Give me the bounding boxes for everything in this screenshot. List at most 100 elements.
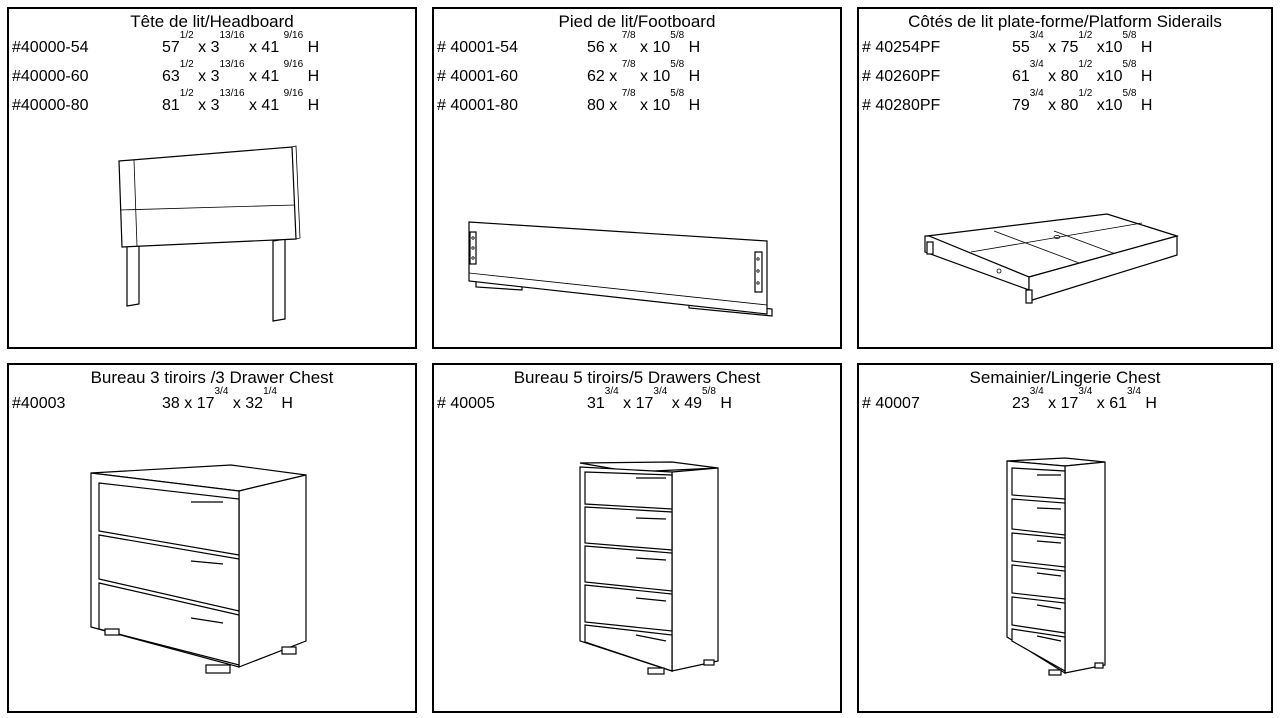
dimension-value: x 3 xyxy=(193,39,220,56)
chest-leg xyxy=(104,628,120,636)
dimension-fraction: 5/8 xyxy=(670,88,685,99)
dimension-fraction: 1/2 xyxy=(179,30,194,41)
drawer-front xyxy=(1011,628,1066,673)
footboard-panel xyxy=(468,221,768,315)
drawer-front xyxy=(1011,596,1066,634)
drawer-front xyxy=(98,482,240,556)
spec-row: # 40007 233/4 x 173/4 x 613/4 H xyxy=(862,387,1267,424)
dimension-fraction: 3/4 xyxy=(1078,386,1093,397)
dimension-fraction: 1/4 xyxy=(263,386,277,397)
panel-5-drawer-chest: Bureau 5 tiroirs/5 Drawers Chest # 40005… xyxy=(432,363,842,713)
five-drawer-chest-drawing xyxy=(579,461,719,675)
drawer-front xyxy=(98,534,240,612)
dimensions: 613/4 x 801/2 x105/8 H xyxy=(1012,60,1153,86)
dimension-value: x 17 xyxy=(618,395,654,412)
dimension-value: x 10 xyxy=(635,68,671,85)
dimension-fraction: 13/16 xyxy=(219,59,245,70)
dimension-value: 62 x xyxy=(587,68,622,85)
sku: #40000-60 xyxy=(12,68,89,85)
drawer-handle xyxy=(1036,572,1062,577)
dimension-value: x 17 xyxy=(1043,395,1079,412)
dimension-value: 23 xyxy=(1012,395,1030,412)
dimension-value: 81 xyxy=(162,97,180,114)
drawer-handle xyxy=(635,634,667,642)
drawer-front xyxy=(1011,532,1066,568)
product-grid: Tête de lit/Headboard #40000-54 571/2 x … xyxy=(7,7,1273,713)
dimension-value: H xyxy=(303,39,320,56)
dimension-fraction: 5/8 xyxy=(670,30,685,41)
drawer-front xyxy=(98,582,240,666)
dimensions: 233/4 x 173/4 x 613/4 H xyxy=(1012,387,1157,413)
spec-row: # 40001-54 56 x 7/8 x 105/8 H xyxy=(437,31,836,68)
dimension-value: H xyxy=(1140,395,1157,412)
panel-title: Bureau 3 tiroirs /3 Drawer Chest xyxy=(90,368,334,387)
headboard-drawing xyxy=(118,145,301,322)
dimension-value: x 10 xyxy=(635,97,671,114)
dimension-value: H xyxy=(684,97,701,114)
metal-bracket xyxy=(1025,289,1033,304)
spec-row: #40000-54 571/2 x 313/16 x 41 9/16 H xyxy=(12,31,411,68)
chest-side xyxy=(238,474,307,668)
dimension-value: H xyxy=(1136,68,1153,85)
dimension-value: 80 x xyxy=(587,97,622,114)
spec-row: #40003 38 x 173/4 x 321/4 H xyxy=(12,387,411,424)
drawer-handle xyxy=(1036,635,1062,642)
drawer-handle xyxy=(635,517,667,520)
dimension-fraction: 5/8 xyxy=(1122,88,1137,99)
chest-leg xyxy=(647,667,665,675)
dimension-fraction: 5/8 xyxy=(701,386,716,397)
dimension-value: H xyxy=(303,68,320,85)
chest-leg xyxy=(281,646,297,655)
dimension-value: x10 xyxy=(1092,97,1123,114)
sku: # 40001-60 xyxy=(437,68,518,85)
dimension-fraction: 3/4 xyxy=(1029,30,1044,41)
chest-side xyxy=(671,467,719,672)
siderails-drawing xyxy=(924,213,1180,304)
drawer-handle xyxy=(1036,604,1062,610)
panel-3-drawer-chest: Bureau 3 tiroirs /3 Drawer Chest #40003 … xyxy=(7,363,417,713)
dimension-value: x 75 xyxy=(1043,39,1079,56)
panel-title: Pied de lit/Footboard xyxy=(558,12,716,31)
chest-leg xyxy=(1094,662,1104,669)
drawer-handle xyxy=(190,560,224,565)
dimension-value: x 41 xyxy=(244,39,284,56)
sku: #40000-54 xyxy=(12,39,89,56)
dimension-fraction: 9/16 xyxy=(283,88,304,99)
dimensions: 313/4 x 173/4 x 495/8 H xyxy=(587,387,732,413)
dimension-fraction: 1/2 xyxy=(1078,59,1093,70)
sku: # 40001-80 xyxy=(437,97,518,114)
dimension-value: x 10 xyxy=(635,39,671,56)
sku: #40000-80 xyxy=(12,97,89,114)
dimension-value: x 41 xyxy=(244,97,284,114)
sku: # 40001-54 xyxy=(437,39,518,56)
drawer-front xyxy=(1011,564,1066,600)
sku: # 40254PF xyxy=(862,39,941,56)
dimensions: 62 x 7/8 x 105/8 H xyxy=(587,60,700,86)
drawer-front xyxy=(584,584,673,632)
metal-bracket-left xyxy=(469,231,477,265)
dimension-fraction: 5/8 xyxy=(1122,30,1137,41)
sku: #40003 xyxy=(12,395,66,412)
headboard-leg-right xyxy=(272,238,286,322)
panel-lingerie-chest: Semainier/Lingerie Chest # 40007 233/4 x… xyxy=(857,363,1273,713)
panel-headboard: Tête de lit/Headboard #40000-54 571/2 x … xyxy=(7,7,417,349)
dimension-value: 55 xyxy=(1012,39,1030,56)
spec-list: # 40005 313/4 x 173/4 x 495/8 H xyxy=(437,387,836,424)
spec-row: # 40260PF 613/4 x 801/2 x105/8 H xyxy=(862,60,1267,97)
dimension-value: x 3 xyxy=(193,97,220,114)
dimension-value: 38 x 17 xyxy=(162,395,215,412)
drawer-handle xyxy=(635,557,667,561)
panel-title: Tête de lit/Headboard xyxy=(130,12,294,31)
dimension-fraction: 3/4 xyxy=(1029,88,1044,99)
sku: # 40280PF xyxy=(862,97,941,114)
drawer-handle xyxy=(1036,507,1062,510)
spec-list: # 40254PF 553/4 x 751/2 x105/8 H # 40260… xyxy=(862,31,1267,126)
dimension-fraction: 13/16 xyxy=(219,88,245,99)
dimension-value: x 80 xyxy=(1043,68,1079,85)
drawer-front xyxy=(584,506,673,551)
dimension-value: x 3 xyxy=(193,68,220,85)
spec-list: # 40007 233/4 x 173/4 x 613/4 H xyxy=(862,387,1267,424)
sku: # 40260PF xyxy=(862,68,941,85)
dimensions: 80 x 7/8 x 105/8 H xyxy=(587,89,701,115)
spec-row: # 40254PF 553/4 x 751/2 x105/8 H xyxy=(862,31,1267,68)
